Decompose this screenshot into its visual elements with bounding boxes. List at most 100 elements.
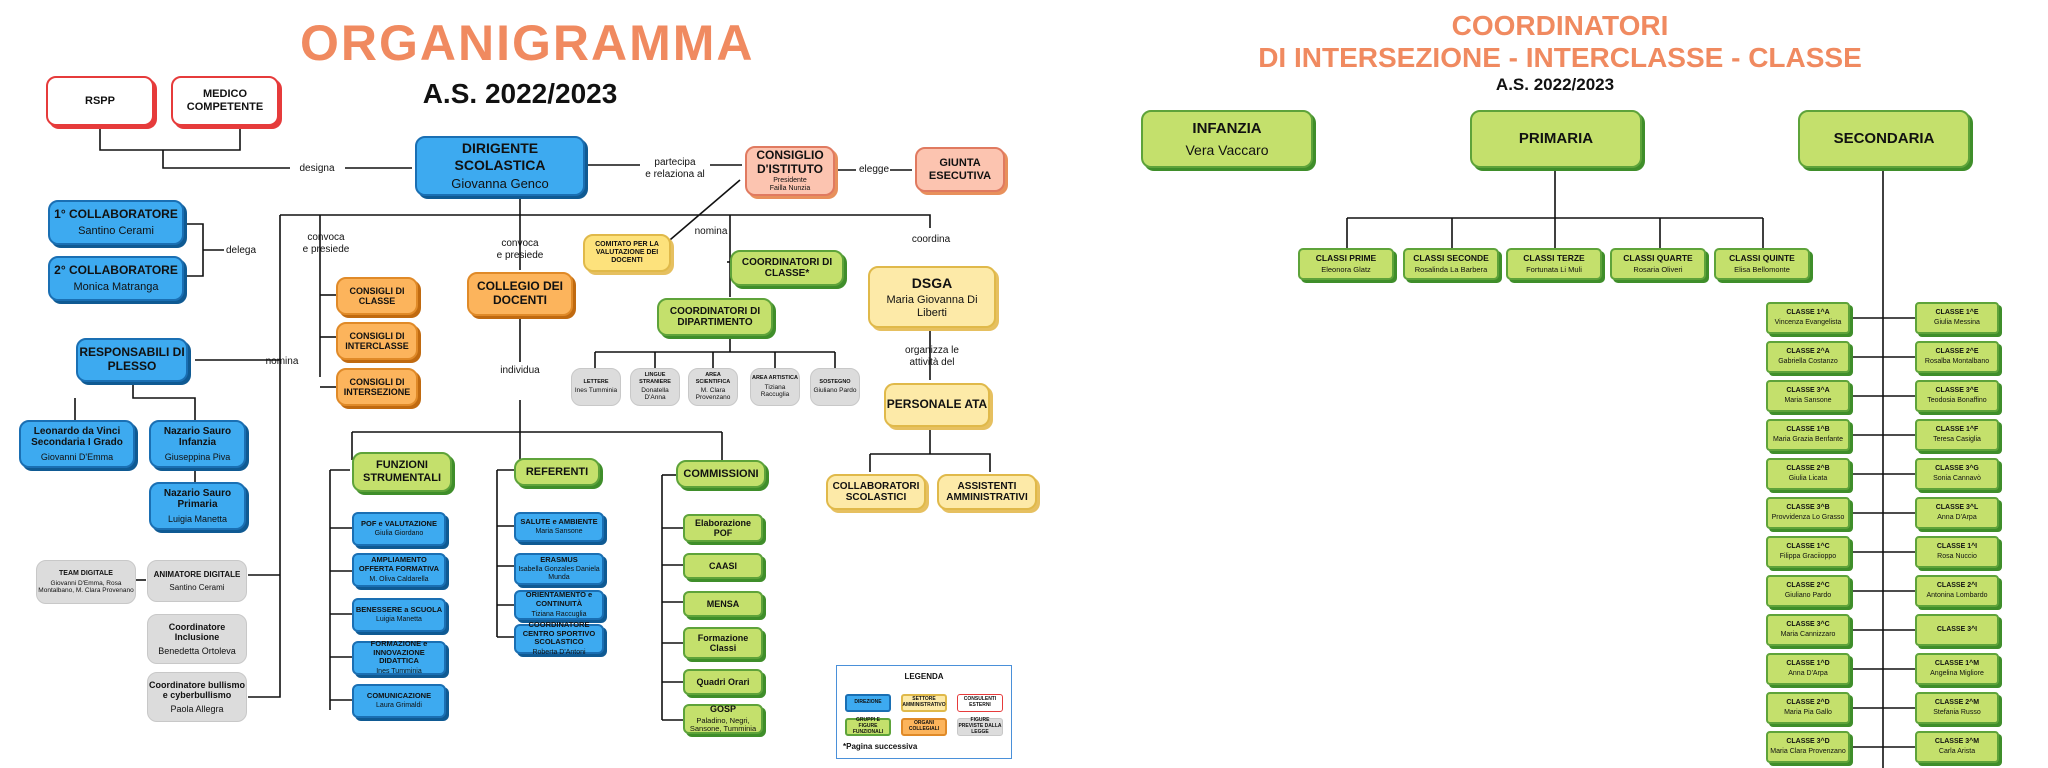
- sec-left-3-name: Maria Grazia Benfante: [1772, 436, 1844, 443]
- consigli-intersezione-box: CONSIGLI DI INTERSEZIONE: [336, 368, 418, 406]
- dipartimento-2-name: M. Clara Provenzano: [695, 386, 731, 402]
- sec-left-1-name: Gabriella Costanzo: [1778, 358, 1838, 365]
- sec-left-9-title: CLASSE 1^D: [1786, 659, 1830, 667]
- coord-year: A.S. 2022/2023: [1495, 75, 1615, 94]
- sec-right-10-title: CLASSE 2^M: [1934, 698, 1980, 706]
- infanzia-name: Vera Vaccaro: [1185, 141, 1269, 158]
- sec-left-5-name: Provvidenza Lo Grasso: [1771, 514, 1845, 521]
- dsga-box: DSGA Maria Giovanna Di Liberti: [868, 266, 996, 328]
- primaria-classe-0-title: CLASSI PRIME: [1315, 252, 1377, 263]
- collaboratore-1-box: 1° COLLABORATORE Santino Cerami: [48, 200, 184, 245]
- personale-label: PERSONALE ATA: [886, 397, 988, 412]
- funzione-2-name: Luigia Manetta: [376, 616, 422, 624]
- nomina-label-2: nomina: [265, 356, 299, 367]
- sec-left-1: CLASSE 2^A Gabriella Costanzo: [1766, 341, 1850, 373]
- sec-right-9-title: CLASSE 1^M: [1934, 659, 1980, 667]
- sec-left-11-title: CLASSE 3^D: [1786, 737, 1830, 745]
- legenda-title: LEGENDA: [904, 672, 944, 681]
- commissione-0: Elaborazione POF: [683, 514, 763, 542]
- plesso-primaria-title: Nazario Sauro Primaria: [163, 487, 232, 511]
- dipartimento-1-name: Donatella D'Anna: [641, 386, 669, 402]
- sec-left-9-name: Anna D'Arpa: [1788, 670, 1828, 677]
- medico-label: MEDICO COMPETENTE: [186, 88, 264, 113]
- infanzia-box: INFANZIA Vera Vaccaro: [1141, 110, 1313, 168]
- team-digitale-box: TEAM DIGITALE Giovanni D'Emma, Rosa Mont…: [36, 560, 136, 604]
- primaria-classe-3-name: Rosaria Oliveri: [1633, 264, 1683, 274]
- dipartimento-4-title: SOSTEGNO: [819, 379, 851, 386]
- team-names: Giovanni D'Emma, Rosa Montalbano, M. Cla…: [38, 579, 134, 595]
- legenda-gruppi: GRUPPI E FIGURE FUNZIONALI: [845, 717, 891, 736]
- dipartimento-0-title: LETTERE: [583, 379, 609, 386]
- sec-right-7-name: Antonina Lombardo: [1926, 592, 1988, 599]
- collaboratore-2-box: 2° COLLABORATORE Monica Matranga: [48, 256, 184, 301]
- coordinatori-dipartimento-box: COORDINATORI DI DIPARTIMENTO: [657, 298, 773, 336]
- dipartimento-2-title: AREA SCIENTIFICA: [695, 372, 731, 385]
- funzione-0-title: POF e VALUTAZIONE: [361, 518, 437, 528]
- sec-right-8-title: CLASSE 3^I: [1936, 625, 1978, 633]
- legenda-gruppi-label: GRUPPI E FIGURE FUNZIONALI: [852, 717, 884, 735]
- dirigente-name: Giovanna Genco: [451, 175, 549, 191]
- sec-right-2-title: CLASSE 3^E: [1935, 386, 1979, 394]
- school-year: A.S. 2022/2023: [422, 78, 618, 109]
- dipartimento-4-name: Giuliano Pardo: [813, 387, 857, 395]
- infanzia-title: INFANZIA: [1192, 120, 1262, 138]
- rspp-box: RSPP: [46, 76, 154, 126]
- primaria-classe-2-title: CLASSI TERZE: [1523, 252, 1585, 263]
- bullismo-title: Coordinatore bullismo e cyberbullismo: [148, 679, 245, 701]
- inclusione-title: Coordinatore Inclusione: [168, 621, 226, 643]
- coll2-name: Monica Matranga: [73, 280, 159, 293]
- legenda-panel: LEGENDA DIREZIONE SETTORE AMMINISTRATIVO…: [836, 665, 1012, 759]
- animatore-digitale-box: ANIMATORE DIGITALE Santino Cerami: [147, 560, 247, 602]
- commissioni-label: COMMISSIONI: [683, 467, 759, 480]
- coll1-name: Santino Cerami: [78, 224, 154, 237]
- primaria-classe-3-title: CLASSI QUARTE: [1623, 252, 1693, 263]
- sec-left-4-title: CLASSE 2^B: [1786, 464, 1830, 472]
- consiglio-box: CONSIGLIO D'ISTITUTO Presidente Failla N…: [745, 146, 835, 196]
- commissione-1: CAASI: [683, 553, 763, 579]
- funzioni-strumentali-box: FUNZIONI STRUMENTALI: [352, 452, 452, 492]
- comitato-box: COMITATO PER LA VALUTAZIONE DEI DOCENTI: [583, 234, 671, 272]
- referente-1-name: Isabella Gonzales Daniela Munda: [518, 566, 600, 582]
- primaria-classe-2-name: Fortunata Li Muli: [1526, 264, 1582, 274]
- sec-left-10-title: CLASSE 2^D: [1786, 698, 1830, 706]
- sec-left-1-title: CLASSE 2^A: [1786, 347, 1830, 355]
- plesso-infanzia-title: Nazario Sauro Infanzia: [163, 425, 232, 449]
- sec-right-4-name: Sonia Cannavò: [1933, 475, 1981, 482]
- inclusione-name: Benedetta Ortoleva: [158, 645, 236, 656]
- sec-right-11-name: Carla Arista: [1938, 748, 1976, 755]
- sec-right-6-title: CLASSE 1^I: [1936, 542, 1978, 550]
- referente-2-title: ORIENTAMENTO e CONTINUITÀ: [525, 590, 593, 608]
- individua-label: individua: [500, 365, 540, 376]
- sec-right-5-name: Anna D'Arpa: [1937, 514, 1977, 521]
- legenda-organi: ORGANI COLLEGIALI: [901, 718, 947, 736]
- elegge-label: elegge: [858, 164, 890, 175]
- plesso-primaria-name: Luigia Manetta: [167, 513, 228, 524]
- sec-right-0-title: CLASSE 1^E: [1935, 308, 1979, 316]
- referente-2-name: Tiziana Raccuglia: [531, 610, 587, 618]
- sec-left-5: CLASSE 3^B Provvidenza Lo Grasso: [1766, 497, 1850, 529]
- coord-classe-label: COORDINATORI DI CLASSE*: [741, 256, 833, 280]
- dsga-name: Maria Giovanna Di Liberti: [886, 293, 978, 319]
- referente-0-title: SALUTE e AMBIENTE: [520, 516, 598, 526]
- sec-left-2-title: CLASSE 3^A: [1786, 386, 1830, 394]
- primaria-box: PRIMARIA: [1470, 110, 1642, 168]
- sec-right-4-title: CLASSE 3^G: [1935, 464, 1979, 472]
- sec-left-8-title: CLASSE 3^C: [1786, 620, 1830, 628]
- sec-right-8: CLASSE 3^I: [1915, 614, 1999, 646]
- sec-left-6-name: Filippa Graciioppo: [1779, 553, 1837, 560]
- responsabili-plesso-box: RESPONSABILI DI PLESSO: [76, 338, 188, 382]
- legenda-direzione-label: DIREZIONE: [854, 699, 882, 706]
- sec-left-5-title: CLASSE 3^B: [1786, 503, 1830, 511]
- consigli-interclasse-box: CONSIGLI DI INTERCLASSE: [336, 322, 418, 360]
- legenda-note: *Pagina successiva: [843, 742, 918, 751]
- organizza-label: organizza le attività del: [905, 345, 959, 368]
